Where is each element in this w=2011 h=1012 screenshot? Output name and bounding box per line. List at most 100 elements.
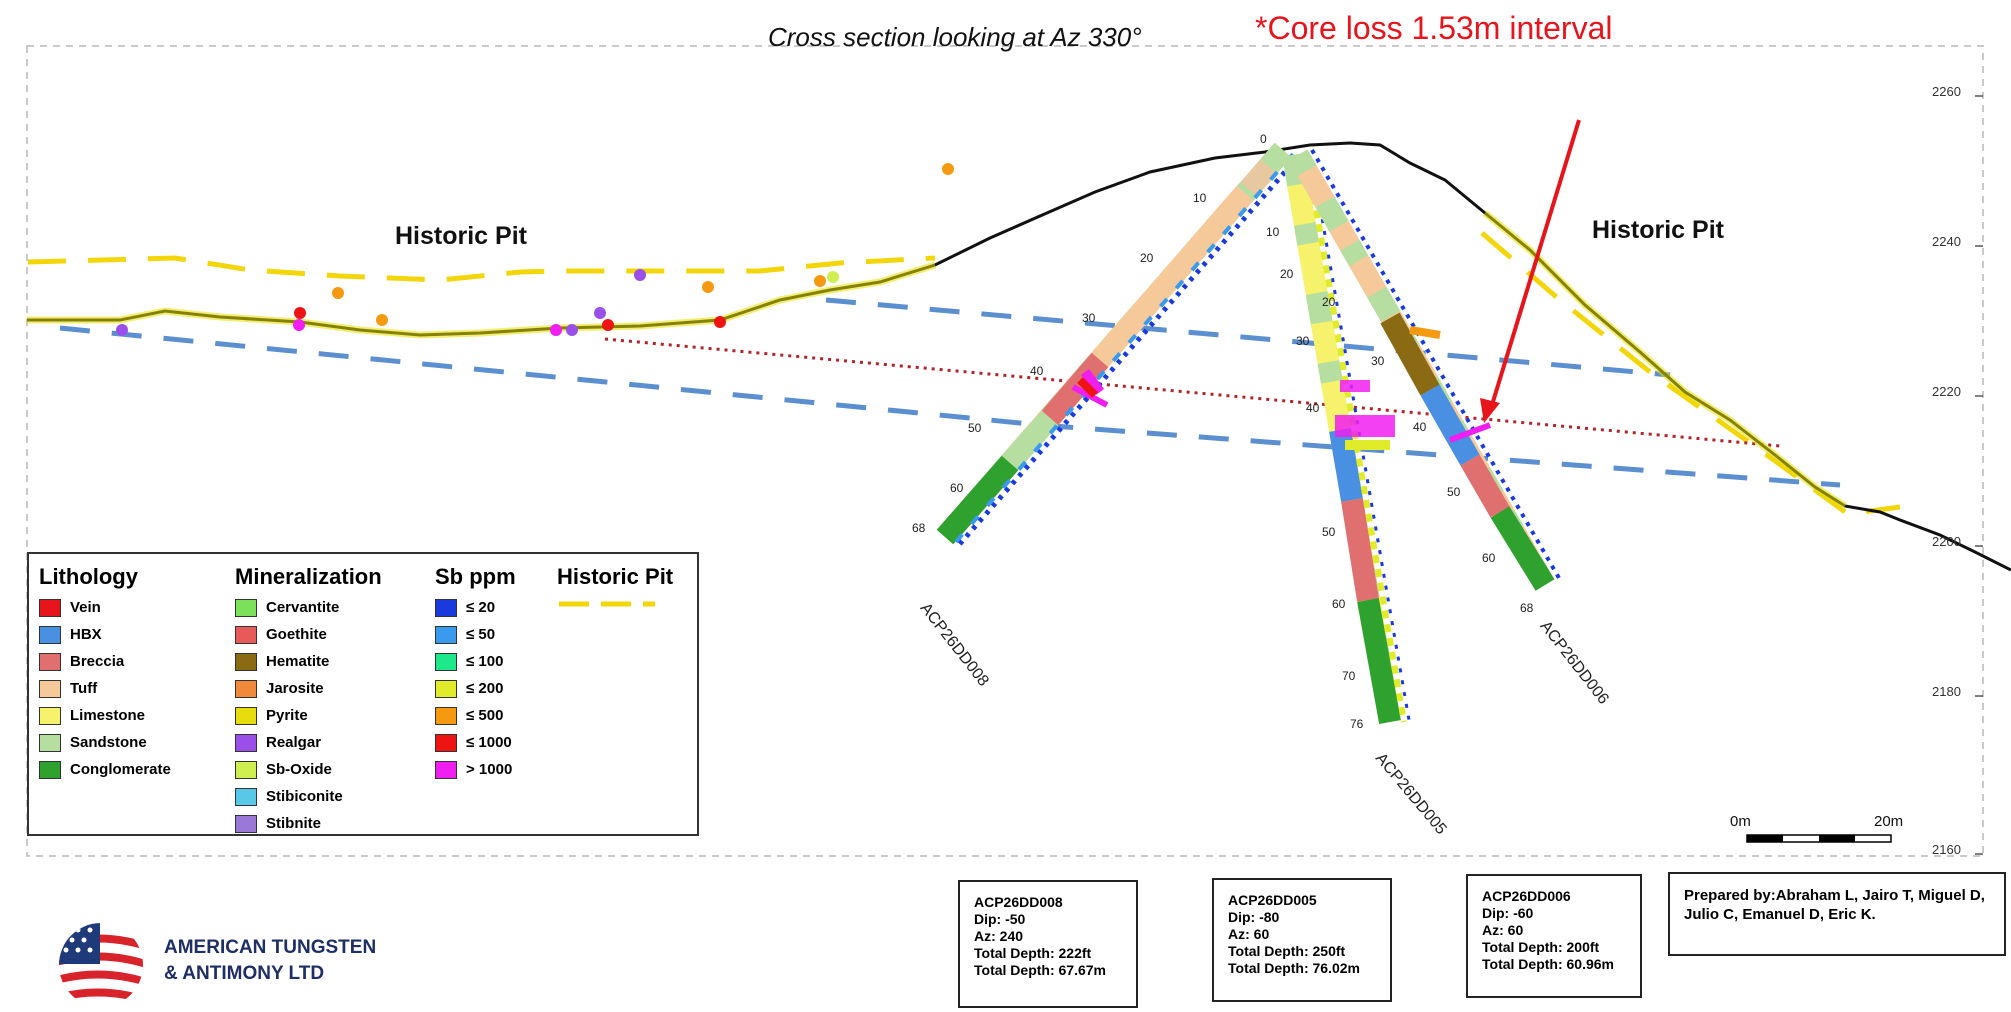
legend-lithology-label: Tuff (70, 680, 98, 697)
depth-label: 70 (1342, 669, 1356, 683)
legend-lithology-item: Conglomerate (39, 756, 171, 783)
hole-info-line: ACP26DD005 (1228, 892, 1317, 908)
topography-pit-floor-highlight (27, 261, 937, 339)
elev-2180: 2180 (1932, 684, 1961, 699)
legend-sb_ppm-item: ≤ 1000 (435, 729, 516, 756)
correlation-line (604, 337, 1781, 448)
legend-mineralization-label: Jarosite (266, 680, 324, 697)
legend-mineralization-label: Stibiconite (266, 788, 343, 805)
blue-plane-lower (59, 325, 1841, 488)
hole-info-line: Az: 60 (1228, 926, 1270, 942)
legend-sb_ppm-item: ≤ 100 (435, 648, 516, 675)
legend-sb_ppm-swatch (435, 598, 457, 617)
legend-lithology-label: Breccia (70, 653, 125, 670)
legend-historic-pit-swatch (559, 601, 655, 607)
depth-label: 60 (1332, 597, 1346, 611)
topography-right-highlight (1482, 210, 1847, 509)
legend-mineralization-label: Pyrite (266, 707, 308, 724)
legend-mineralization-item: Sb-Oxide (235, 756, 382, 783)
legend-sb_ppm-swatch (435, 625, 457, 644)
legend-mineralization-swatch (235, 760, 257, 779)
elev-2260: 2260 (1932, 84, 1961, 99)
hole-info-line: Total Depth: 222ft (974, 945, 1092, 961)
legend-lithology-swatch (39, 760, 61, 779)
company-logo-icon (59, 923, 143, 1007)
hole-info-line: Total Depth: 76.02m (1228, 960, 1360, 976)
company-name-line1: AMERICAN TUNGSTEN (164, 937, 377, 958)
hole-info-line: Az: 60 (1482, 922, 1524, 938)
legend-sb_ppm-item: > 1000 (435, 756, 516, 783)
historic-pit-outline (27, 231, 1901, 517)
legend-lithology-swatch (39, 733, 61, 752)
legend-lithology-swatch (39, 598, 61, 617)
depth-labels: 0102030405060681020304050607076203040506… (912, 132, 1534, 731)
scale-start-label: 0m (1730, 813, 1751, 830)
company-name: AMERICAN TUNGSTEN & ANTIMONY LTD (164, 935, 376, 987)
legend-mineralization-item: Realgar (235, 729, 382, 756)
prepared-by: Prepared by:Abraham L, Jairo T, Miguel D… (1668, 872, 2006, 956)
structure-planes (59, 297, 1841, 488)
legend-mineralization-swatch (235, 787, 257, 806)
legend-sb_ppm-swatch (435, 733, 457, 752)
depth-label: 60 (950, 481, 964, 495)
legend-lithology-label: HBX (70, 626, 102, 643)
legend-sb_ppm-label: ≤ 100 (466, 653, 504, 670)
legend-mineralization-title: Mineralization (235, 564, 382, 589)
legend-sb_ppm-swatch (435, 760, 457, 779)
legend-mineralization-item: Pyrite (235, 702, 382, 729)
legend-sb_ppm-item: ≤ 20 (435, 594, 516, 621)
legend-lithology-swatch (39, 625, 61, 644)
legend-mineralization-item: Stibiconite (235, 783, 382, 810)
scale-end-label: 20m (1874, 813, 1904, 830)
hole-info-line: Az: 240 (974, 928, 1024, 944)
hole-info-line: Total Depth: 200ft (1482, 939, 1600, 955)
legend-mineralization-swatch (235, 625, 257, 644)
hole-info-ACP26DD006: ACP26DD006 Dip: -60 Az: 60 Total Depth: … (1466, 874, 1642, 998)
depth-label: 40 (1306, 401, 1320, 415)
drill-hole-ACP26DD008 (936, 142, 1300, 548)
legend-lithology-swatch (39, 706, 61, 725)
legend-mineralization-label: Hematite (266, 653, 330, 670)
hole-info-line: Total Depth: 60.96m (1482, 956, 1614, 972)
legend-mineralization-swatch (235, 814, 257, 833)
depth-label: 50 (1322, 525, 1336, 539)
legend-mineralization-swatch (235, 733, 257, 752)
depth-label: 20 (1140, 251, 1154, 265)
scale-bar (1746, 834, 1892, 843)
legend-mineralization-item: Hematite (235, 648, 382, 675)
elev-2220: 2220 (1932, 384, 1961, 399)
legend-sb_ppm-label: ≤ 1000 (466, 734, 512, 751)
core-loss-note: *Core loss 1.53m interval (1255, 10, 1613, 46)
legend-mineralization-label: Cervantite (266, 599, 340, 616)
depth-label: 10 (1193, 191, 1207, 205)
legend-sb_ppm-swatch (435, 652, 457, 671)
legend-lithology-item: Breccia (39, 648, 171, 675)
legend-sb_ppm-label: ≤ 50 (466, 626, 496, 643)
legend-mineralization-label: Realgar (266, 734, 322, 751)
legend-sb_ppm-label: ≤ 200 (466, 680, 504, 697)
legend-sb_ppm-item: ≤ 50 (435, 621, 516, 648)
historic-pit-outline-right (1480, 231, 1901, 517)
legend-lithology-label: Sandstone (70, 734, 147, 751)
blue-plane-upper (825, 297, 1671, 378)
legend-lithology-label: Conglomerate (70, 761, 171, 778)
surface-samples (116, 163, 954, 336)
hole-info-line: Dip: -50 (974, 911, 1026, 927)
depth-label: 40 (1030, 364, 1044, 378)
depth-label: 20 (1280, 267, 1294, 281)
legend-lithology-item: HBX (39, 621, 171, 648)
elev-2160: 2160 (1932, 842, 1961, 857)
legend-mineralization-swatch (235, 706, 257, 725)
legend-sb_ppm-item: ≤ 500 (435, 702, 516, 729)
elev-2240: 2240 (1932, 234, 1961, 249)
hole-info-line: Dip: -80 (1228, 909, 1280, 925)
legend-lithology-title: Lithology (39, 564, 138, 589)
depth-label: 20 (1322, 295, 1336, 309)
legend-lithology-item: Limestone (39, 702, 171, 729)
historic-pit-label-left: Historic Pit (395, 222, 527, 250)
depth-label: 30 (1296, 334, 1310, 348)
grid (26, 45, 1984, 857)
legend-mineralization-item: Goethite (235, 621, 382, 648)
